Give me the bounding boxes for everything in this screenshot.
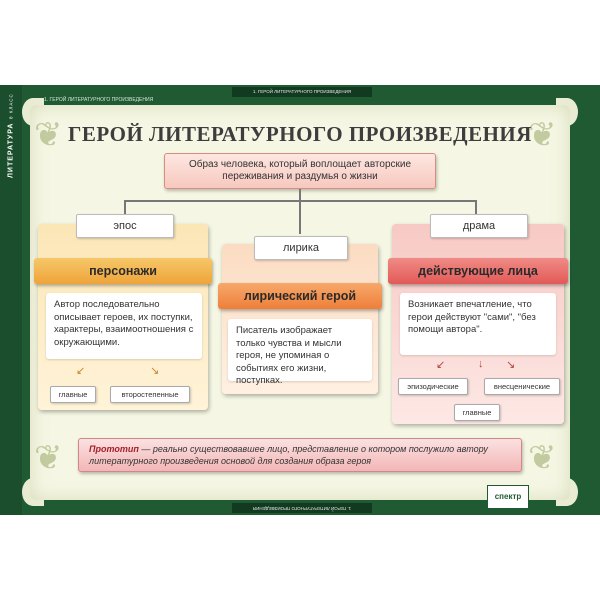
definition-text: Образ человека, который воплощает авторс… [188, 159, 412, 182]
main-title: ГЕРОЙ ЛИТЕРАТУРНОГО ПРОИЗВЕДЕНИЯ [68, 122, 532, 146]
prototype-text: — реально существовавшее лицо, представл… [89, 444, 488, 466]
epos-description: Автор последовательно описывает героев, … [46, 293, 202, 359]
ornament-icon: ❦ [34, 115, 63, 155]
bottom-section-label: 1. ГЕРОЙ ЛИТЕРАТУРНОГО ПРОИЗВЕДЕНИЯ [232, 503, 372, 513]
definition-box: Образ человека, который воплощает авторс… [164, 153, 436, 189]
subject-label: ЛИТЕРАТУРА 8 КЛАСС [2, 85, 20, 273]
drama-chip-main: главные [454, 404, 500, 421]
arrow-down-left-icon: ↙ [76, 365, 86, 377]
drama-chip-offstage: внесценические [484, 378, 560, 395]
genre-drama: драма [430, 214, 528, 238]
prototype-term: Прототип [89, 444, 139, 454]
ornament-icon: ❦ [34, 438, 63, 478]
connector-line [299, 189, 301, 201]
drama-chip-episodic: эпизодические [398, 378, 468, 395]
epos-chip-secondary: второстепенные [110, 386, 190, 403]
genre-lyrics: лирика [254, 236, 348, 260]
publisher-logo: спектр [487, 485, 529, 509]
epos-header: персонажи [34, 258, 212, 284]
lyrics-header: лирический герой [218, 283, 382, 309]
drama-header: действующие лица [388, 258, 568, 284]
ornament-icon: ❦ [528, 115, 557, 155]
ornament-icon: ❦ [528, 438, 557, 478]
genre-epos: эпос [76, 214, 174, 238]
arrow-down-icon: ↓ [478, 358, 484, 370]
prototype-box: Прототип — реально существовавшее лицо, … [78, 438, 522, 472]
side-strip [0, 85, 22, 515]
arrow-down-left-icon: ↙ [436, 359, 446, 371]
publisher-credits [528, 485, 598, 507]
drama-description: Возникает впечатление, что герои действу… [400, 293, 556, 355]
lyrics-description: Писатель изображает только чувства и мыс… [228, 319, 372, 386]
subject-title: ЛИТЕРАТУРА [7, 122, 15, 179]
top-section-label: 1. ГЕРОЙ ЛИТЕРАТУРНОГО ПРОИЗВЕДЕНИЯ [232, 87, 372, 97]
epos-chip-main: главные [50, 386, 96, 403]
scroll-section-label: 1. ГЕРОЙ ЛИТЕРАТУРНОГО ПРОИЗВЕДЕНИЯ [44, 97, 154, 103]
connector-line [124, 200, 126, 215]
connector-line [475, 200, 477, 215]
connector-line [299, 200, 301, 234]
subject-grade: 8 КЛАСС [8, 93, 14, 119]
arrow-down-right-icon: ↘ [506, 359, 516, 371]
arrow-down-right-icon: ↘ [150, 365, 160, 377]
